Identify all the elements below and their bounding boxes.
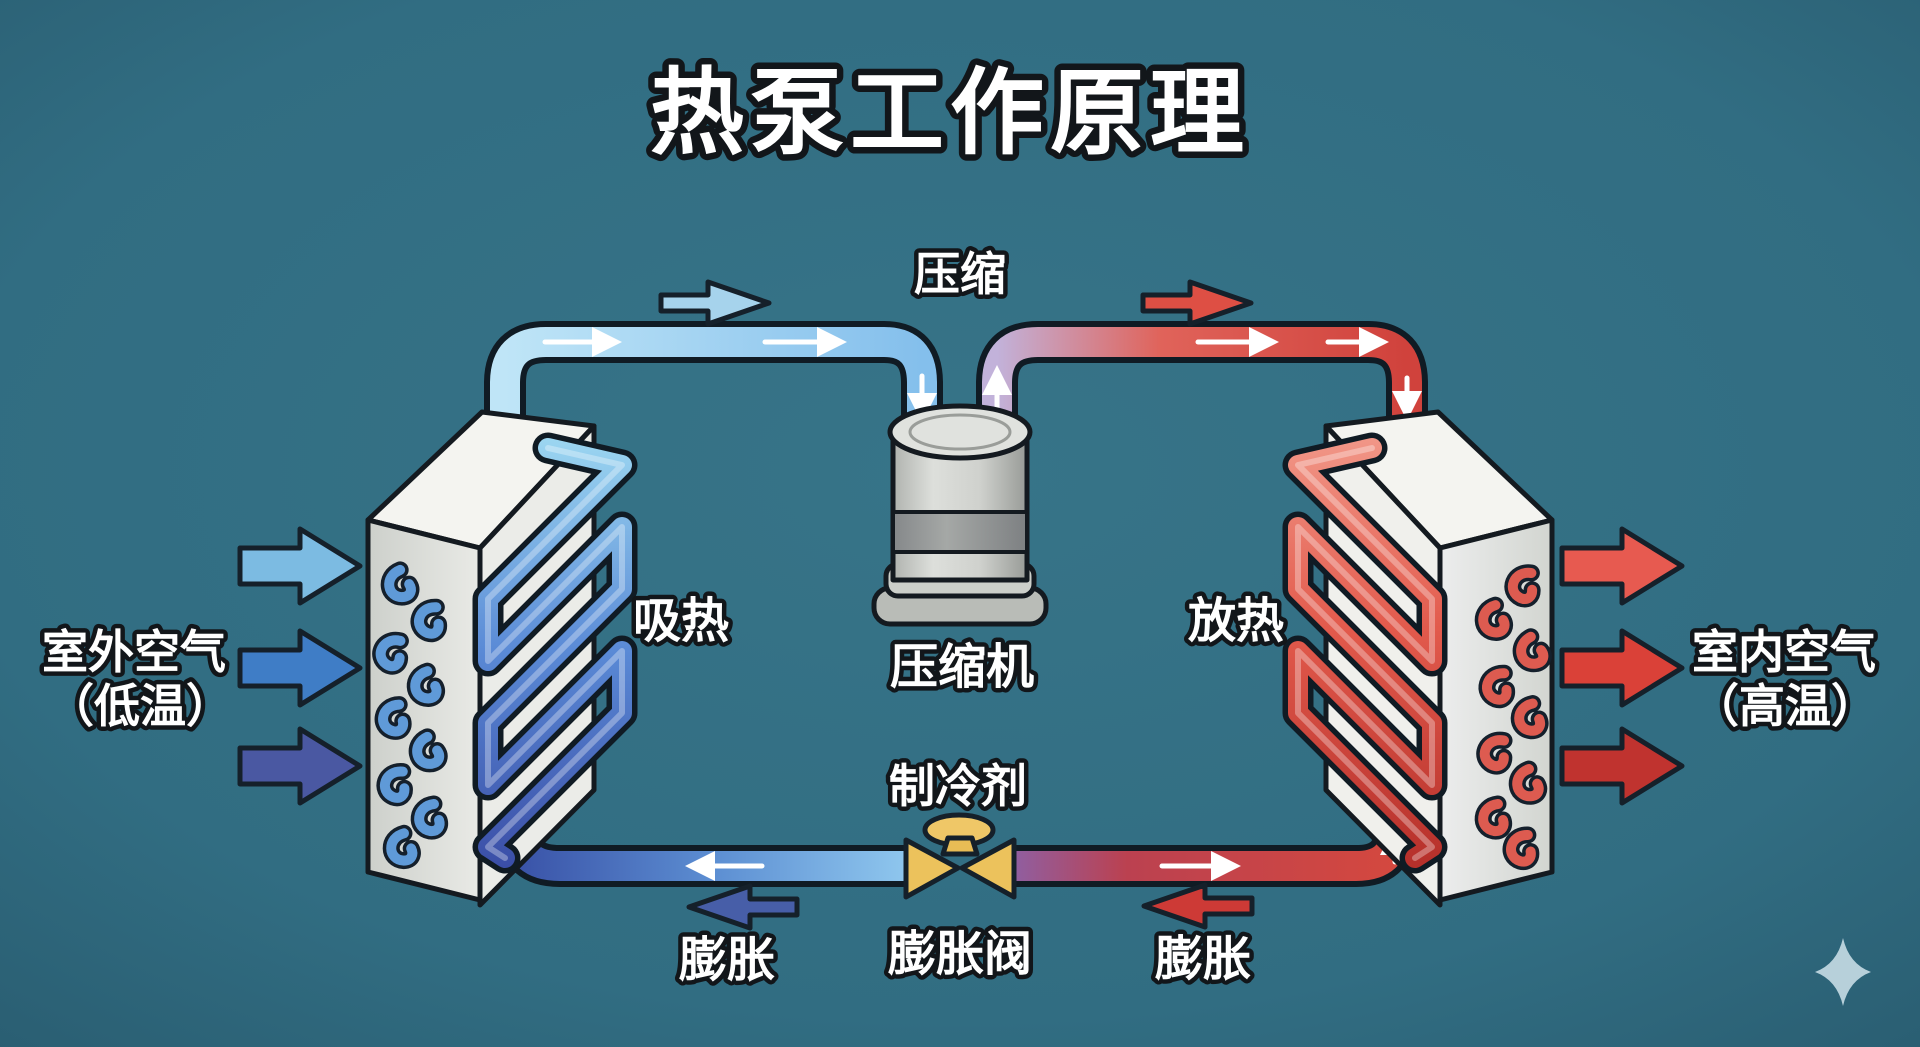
- outdoor-air-note-label: （低温）: [48, 679, 232, 733]
- indoor-air-arrows: [1559, 526, 1685, 806]
- sparkle-icon: [1815, 938, 1871, 1006]
- compressor-label: 压缩机: [890, 639, 1034, 695]
- indoor-air-label: 室内空气: [1692, 625, 1876, 679]
- expansion-label-right: 膨胀: [1155, 931, 1251, 987]
- expansion-flow-arrow-right: [1141, 882, 1255, 930]
- outdoor-air-arrows: [237, 526, 363, 806]
- compression-flow-arrow: [658, 279, 772, 327]
- condenser-coil: [1282, 432, 1448, 874]
- compression-label: 压缩: [914, 247, 1006, 301]
- heat-absorption-label: 吸热: [633, 593, 729, 649]
- condenser-box: [1282, 409, 1555, 908]
- outdoor-air-label: 室外空气: [42, 625, 226, 679]
- indoor-air-note-label: （高温）: [1693, 679, 1877, 733]
- expansion-valve-label: 膨胀阀: [888, 926, 1032, 982]
- refrigerant-flow-arrows: [542, 327, 1422, 881]
- refrigerant-label: 制冷剂: [889, 759, 1027, 813]
- evaporator-box: [365, 409, 638, 908]
- expansion-label-left: 膨胀: [679, 932, 775, 988]
- expansion-flow-arrow-left: [686, 883, 800, 931]
- compressor-graphic: [871, 403, 1049, 627]
- heat-release-label: 放热: [1188, 593, 1284, 649]
- pipe-evaporator-to-compressor: [484, 321, 943, 455]
- evaporator-coil: [472, 432, 638, 874]
- page-title: 热泵工作原理: [650, 59, 1250, 168]
- hot-gas-flow-arrow: [1140, 279, 1254, 327]
- expansion-valve-icon: [903, 812, 1017, 900]
